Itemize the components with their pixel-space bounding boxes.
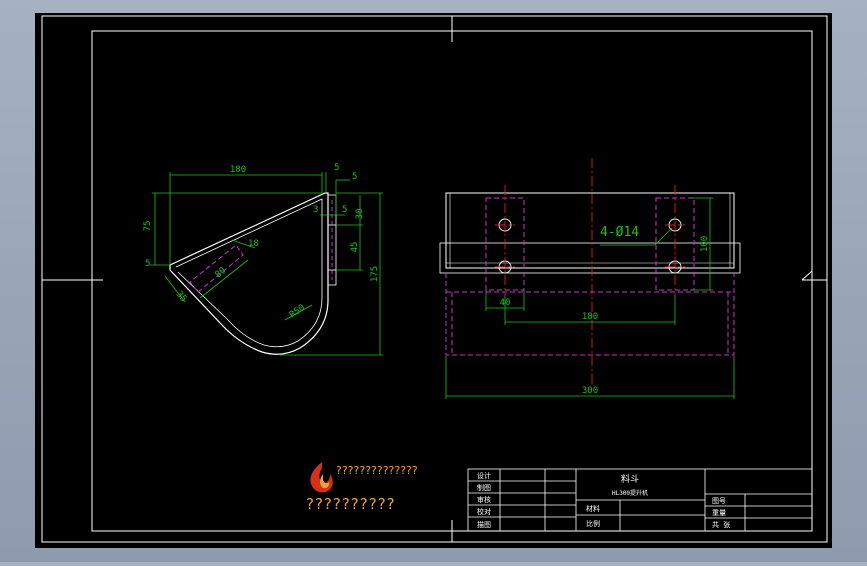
dim-80-line <box>199 259 249 299</box>
dim-r50-leader <box>284 304 313 321</box>
tb-model: HL300提升机 <box>612 489 648 497</box>
dim-300-text: 300 <box>582 386 598 396</box>
tb-label-trace: 描图 <box>477 520 491 529</box>
logo-line-2: ?????????? <box>306 495 396 513</box>
tb-scale-label: 比例 <box>586 519 600 528</box>
drawing-canvas <box>35 13 832 548</box>
sheet-border <box>41 15 828 543</box>
corner-mark <box>801 270 813 281</box>
tb-sheet-label: 共 张 <box>712 520 730 529</box>
logo <box>310 462 333 493</box>
dim-holes-text: 4-Ø14 <box>600 225 639 240</box>
bucket-inner-profile <box>175 198 323 348</box>
title-block <box>467 468 813 532</box>
dim-holes-leader-diag <box>654 227 673 246</box>
dim-3-text: 3 <box>313 205 318 215</box>
dim-right-lip-text: 5 <box>352 172 357 182</box>
tb-label-check: 校对 <box>477 507 491 516</box>
dim-30-text: 30 <box>355 209 365 220</box>
back-plate <box>327 194 337 286</box>
dim-75-text: 75 <box>143 221 153 232</box>
dim-40-text: 40 <box>500 298 511 308</box>
front-bucket-hidden <box>445 273 735 356</box>
dim-5-small-text: 5 <box>342 205 347 215</box>
front-view: 4-Ø14 100 40 180 300 <box>439 158 741 399</box>
flame-inner-icon <box>320 474 330 489</box>
dim-top-lip-text: 5 <box>334 163 339 173</box>
tb-part-name: 料斗 <box>621 473 639 485</box>
dim-180f-text: 180 <box>582 312 598 322</box>
tb-label-design: 设计 <box>477 471 491 480</box>
tb-label-draw: 制图 <box>477 483 491 492</box>
logo-line-1: ?????????????? <box>336 464 418 477</box>
dim-lip-5-text: 5 <box>145 259 150 269</box>
dim-100-text: 100 <box>700 236 710 252</box>
tb-material-label: 材料 <box>586 504 600 513</box>
dim-18-leader <box>231 239 256 249</box>
tb-weight-label: 重量 <box>712 509 726 517</box>
dim-35-line <box>164 275 186 303</box>
front-lip-band <box>439 242 741 274</box>
dim-180-text: 180 <box>230 165 246 175</box>
tb-label-review: 审核 <box>477 495 491 504</box>
title-block-border <box>467 468 813 532</box>
dim-18-text: 18 <box>248 239 259 249</box>
bucket-profile <box>169 192 329 355</box>
dim-175-text: 175 <box>370 266 380 282</box>
front-back-plate <box>445 192 735 269</box>
dim-45-text: 45 <box>350 242 360 253</box>
tb-drawing-no-label: 图号 <box>712 497 726 505</box>
